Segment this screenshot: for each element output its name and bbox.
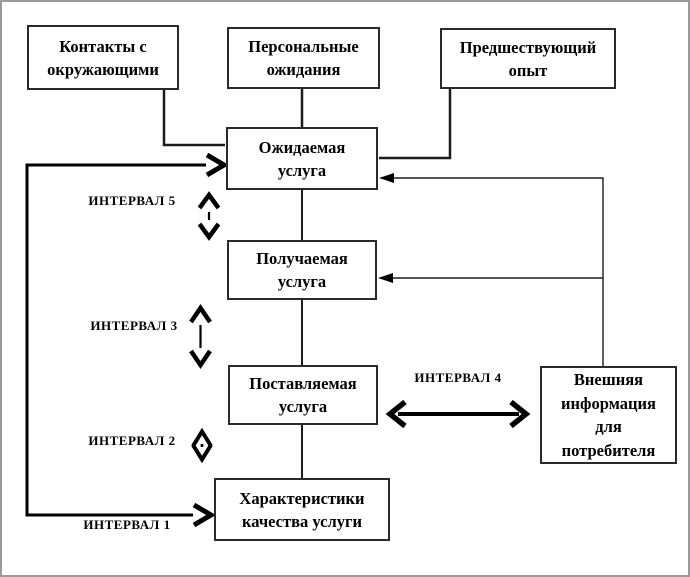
connector-external-to-expected <box>393 177 604 366</box>
box-expected-service-label: Ожидаемая услуга <box>258 137 346 180</box>
gap2-double-arrow <box>191 427 213 464</box>
connector-left-feedback-loop <box>25 163 206 517</box>
connector-previous-to-expected <box>379 89 452 160</box>
connector-contacts-to-expected <box>162 90 225 147</box>
box-quality-characteristics-label: Характеристики качества услуги <box>239 488 365 531</box>
arrowhead-into-expected <box>205 152 229 178</box>
box-received-service-label: Получаемая услуга <box>256 249 348 291</box>
box-external-information-label: Внешняя информация для потребителя <box>561 370 656 460</box>
box-previous-experience: Предшествующий опыт <box>440 28 616 89</box>
arrowhead-external-to-received <box>378 273 393 283</box>
box-contacts-label: Контакты с окружающими <box>47 36 159 79</box>
arrowhead-into-characteristics <box>192 502 216 528</box>
box-previous-experience-label: Предшествующий опыт <box>459 37 597 80</box>
box-received-service: Получаемая услуга <box>227 240 377 300</box>
gap3-label: ИНТЕРВАЛ 3 <box>90 318 178 333</box>
box-quality-characteristics: Характеристики качества услуги <box>214 478 390 541</box>
box-personal-expectations: Персональные ожидания <box>227 27 380 89</box>
gap5-label: ИНТЕРВАЛ 5 <box>88 193 176 208</box>
box-contacts: Контакты с окружающими <box>27 25 179 90</box>
gap1-label: ИНТЕРВАЛ 1 <box>83 517 171 532</box>
gap4-double-arrow <box>385 399 531 429</box>
gap3-double-arrow <box>189 303 212 370</box>
box-personal-expectations-label: Персональные ожидания <box>248 37 359 79</box>
box-delivered-service: Поставляемая услуга <box>228 365 378 425</box>
gap4-label: ИНТЕРВАЛ 4 <box>414 370 502 385</box>
gap2-label: ИНТЕРВАЛ 2 <box>88 433 176 448</box>
box-expected-service: Ожидаемая услуга <box>226 127 378 190</box>
arrowhead-external-to-expected <box>379 173 394 183</box>
gap5-double-arrow <box>197 191 221 241</box>
box-external-information: Внешняя информация для потребителя <box>540 366 677 464</box>
box-delivered-service-label: Поставляемая услуга <box>249 374 357 416</box>
